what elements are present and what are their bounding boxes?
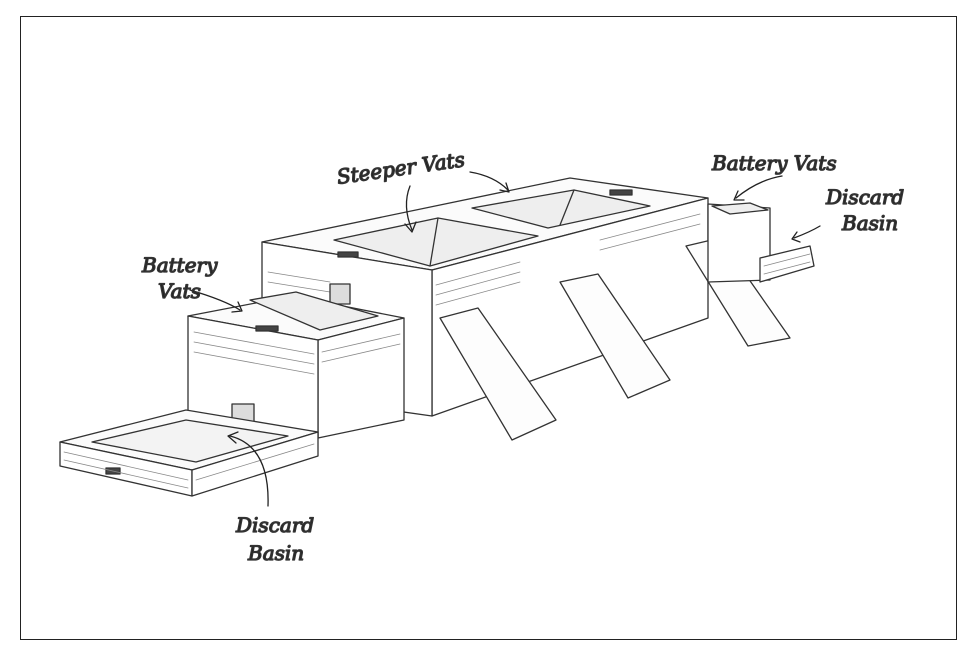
label-discard-basin-left-line1: Discard	[235, 513, 314, 537]
label-discard-basin-right-line1: Discard	[825, 185, 904, 209]
right-battery-vats	[707, 202, 815, 283]
leader-arrows	[189, 171, 821, 507]
label-steeper-vats: Steeper Vats	[335, 147, 466, 189]
label-battery-vats-left-line2: Vats	[158, 279, 201, 303]
label-discard-basin-right-line2: Basin	[841, 211, 898, 235]
label-battery-vats-left-line1: Battery	[141, 253, 218, 277]
label-battery-vats-right: Battery Vats	[711, 151, 837, 175]
label-discard-basin-left-line2: Basin	[247, 541, 304, 565]
left-battery-vats	[187, 291, 405, 439]
left-discard-basin	[59, 409, 319, 497]
